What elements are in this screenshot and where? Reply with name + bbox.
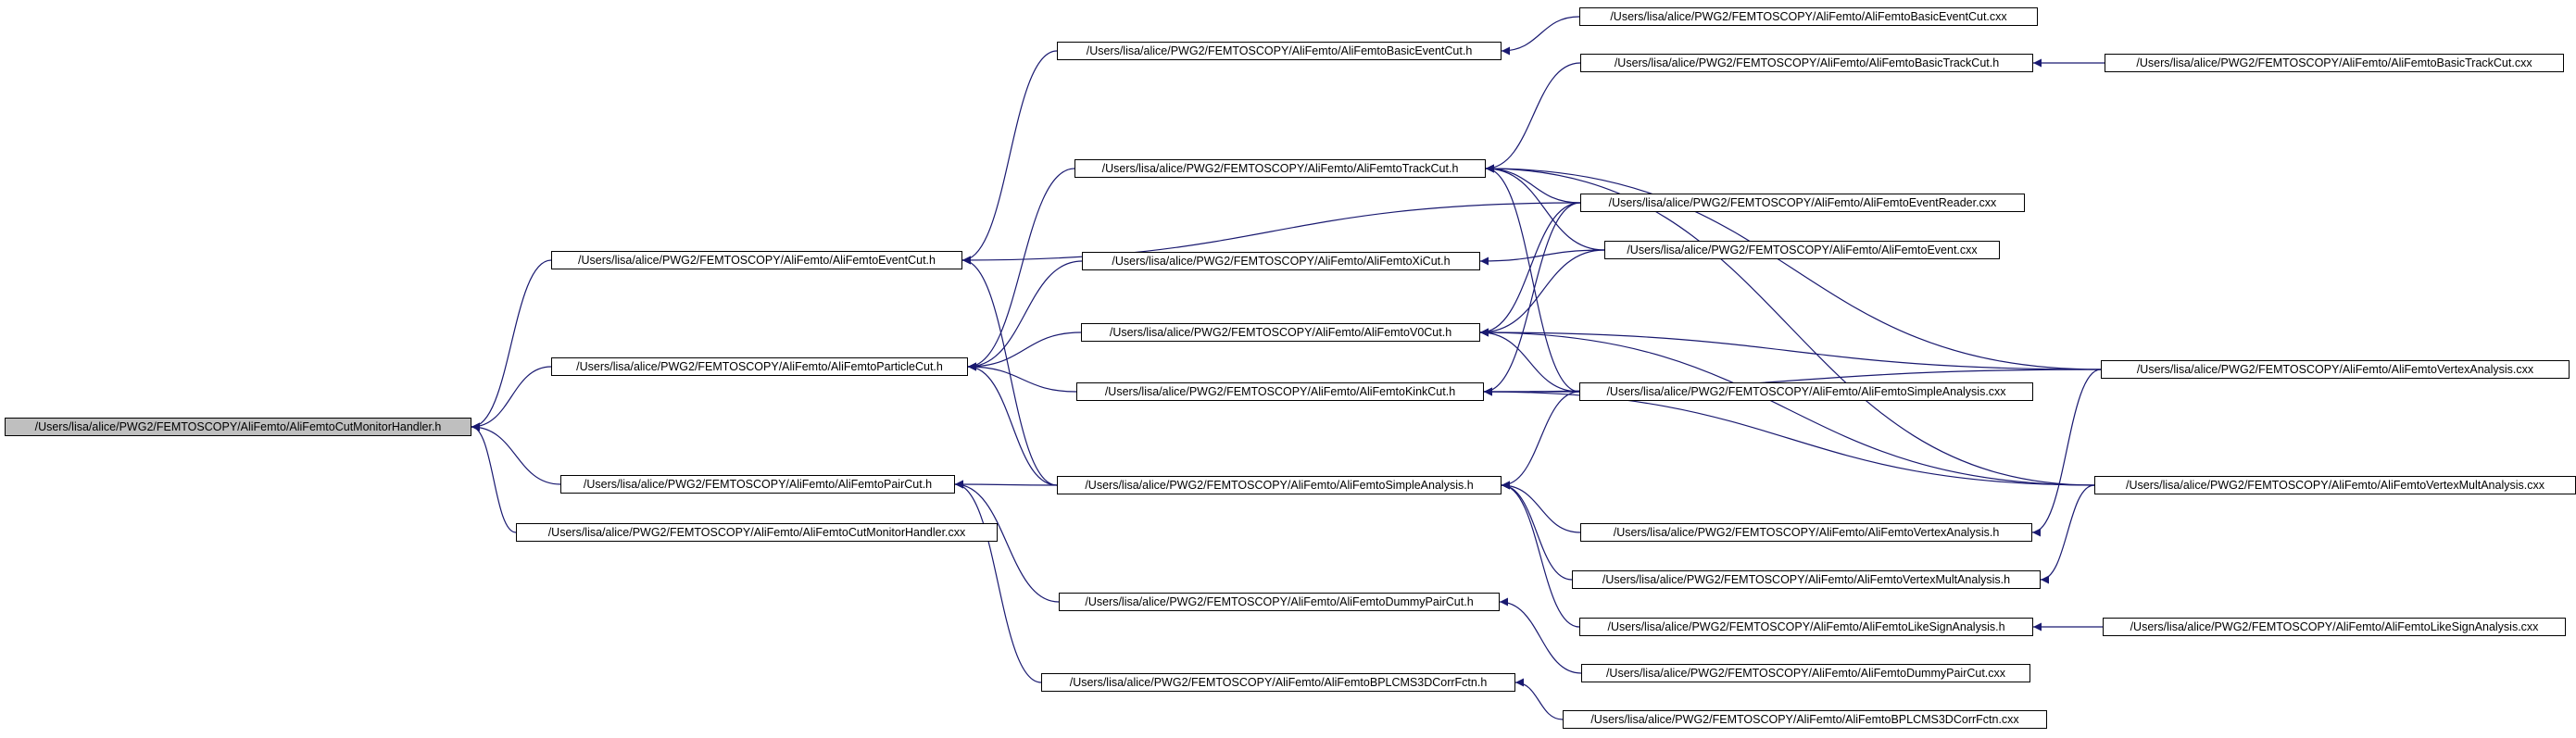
edge-trackcut_h-to-particlecut_h — [967, 168, 1075, 371]
edge-kinkcut_h-to-particlecut_h — [967, 362, 1077, 393]
edge-simpleanalysis_h-to-paircut_h — [954, 480, 1058, 489]
node-bplcms3dcorrfctn-cxx[interactable]: /Users/lisa/alice/PWG2/FEMTOSCOPY/AliFem… — [1563, 710, 2047, 729]
node-xicut-h[interactable]: /Users/lisa/alice/PWG2/FEMTOSCOPY/AliFem… — [1082, 252, 1480, 270]
edge-eventcut_h-to-cutmon_h — [471, 259, 552, 432]
node-trackcut-h[interactable]: /Users/lisa/alice/PWG2/FEMTOSCOPY/AliFem… — [1074, 159, 1486, 178]
edge-basiceventcut_cxx-to-basiceventcut_h — [1501, 16, 1580, 56]
edge-vertexmultanalysis_cxx-to-v0cut_h — [1479, 328, 2095, 486]
edge-event_cxx-to-trackcut_h — [1485, 164, 1605, 251]
edge-layer — [471, 16, 2105, 720]
node-eventreader-cxx[interactable]: /Users/lisa/alice/PWG2/FEMTOSCOPY/AliFem… — [1580, 194, 2025, 212]
node-bplcms3dcorrfctn-h[interactable]: /Users/lisa/alice/PWG2/FEMTOSCOPY/AliFem… — [1041, 673, 1515, 692]
edge-dummypaircut_cxx-to-dummypaircut_h — [1499, 597, 1582, 674]
node-dummypaircut-h[interactable]: /Users/lisa/alice/PWG2/FEMTOSCOPY/AliFem… — [1059, 593, 1500, 611]
node-cutmonitorhandler-h: /Users/lisa/alice/PWG2/FEMTOSCOPY/AliFem… — [5, 418, 471, 436]
node-basiceventcut-cxx[interactable]: /Users/lisa/alice/PWG2/FEMTOSCOPY/AliFem… — [1579, 7, 2038, 26]
edge-v0cut_h-to-particlecut_h — [967, 331, 1082, 371]
node-particlecut-h[interactable]: /Users/lisa/alice/PWG2/FEMTOSCOPY/AliFem… — [551, 357, 968, 376]
node-vertexanalysis-h[interactable]: /Users/lisa/alice/PWG2/FEMTOSCOPY/AliFem… — [1580, 523, 2032, 542]
node-kinkcut-h[interactable]: /Users/lisa/alice/PWG2/FEMTOSCOPY/AliFem… — [1076, 382, 1484, 401]
node-paircut-h[interactable]: /Users/lisa/alice/PWG2/FEMTOSCOPY/AliFem… — [560, 475, 955, 494]
edge-vertexanalysis_h-to-simpleanalysis_h — [1501, 481, 1581, 533]
edge-simpleanalysis_cxx-to-v0cut_h — [1479, 328, 1580, 393]
node-vertexmultanalysis-h[interactable]: /Users/lisa/alice/PWG2/FEMTOSCOPY/AliFem… — [1572, 570, 2041, 589]
node-cutmonitorhandler-cxx[interactable]: /Users/lisa/alice/PWG2/FEMTOSCOPY/AliFem… — [516, 523, 998, 542]
edge-event_cxx-to-v0cut_h — [1479, 249, 1605, 337]
edge-paircut_h-to-cutmon_h — [471, 422, 561, 485]
edge-eventreader_cxx-to-eventcut_h — [961, 202, 1581, 265]
node-vertexanalysis-cxx[interactable]: /Users/lisa/alice/PWG2/FEMTOSCOPY/AliFem… — [2101, 360, 2570, 379]
edge-bplcms_cxx-to-bplcms_h — [1514, 678, 1564, 720]
edge-basiceventcut_h-to-eventcut_h — [961, 50, 1058, 265]
edge-simpleanalysis_cxx-to-trackcut_h — [1485, 164, 1580, 393]
edge-vertexanalysis_cxx-to-vertexanalysis_h — [2031, 369, 2102, 537]
node-dummypaircut-cxx[interactable]: /Users/lisa/alice/PWG2/FEMTOSCOPY/AliFem… — [1581, 664, 2030, 682]
node-basiceventcut-h[interactable]: /Users/lisa/alice/PWG2/FEMTOSCOPY/AliFem… — [1057, 42, 1502, 60]
edge-particlecut_h-to-cutmon_h — [471, 366, 552, 432]
edge-vertexanalysis_cxx-to-trackcut_h — [1485, 164, 2102, 370]
node-vertexmultanalysis-cxx[interactable]: /Users/lisa/alice/PWG2/FEMTOSCOPY/AliFem… — [2094, 476, 2576, 494]
edge-basictrackcut_h-to-trackcut_h — [1485, 62, 1581, 173]
node-simpleanalysis-cxx[interactable]: /Users/lisa/alice/PWG2/FEMTOSCOPY/AliFem… — [1579, 382, 2033, 401]
edge-simpleanalysis_cxx-to-simpleanalysis_h — [1501, 391, 1580, 490]
node-likesignanalysis-cxx[interactable]: /Users/lisa/alice/PWG2/FEMTOSCOPY/AliFem… — [2103, 618, 2566, 636]
edge-xicut_h-to-particlecut_h — [967, 260, 1083, 371]
edge-eventreader_cxx-to-kinkcut_h — [1483, 202, 1581, 396]
node-basictrackcut-cxx[interactable]: /Users/lisa/alice/PWG2/FEMTOSCOPY/AliFem… — [2105, 54, 2564, 72]
edge-vertexmultanalysis_cxx-to-vertexmultanalysis_h — [2040, 484, 2095, 584]
node-v0cut-h[interactable]: /Users/lisa/alice/PWG2/FEMTOSCOPY/AliFem… — [1081, 323, 1480, 342]
edge-simpleanalysis_h-to-particlecut_h — [967, 362, 1058, 486]
node-simpleanalysis-h[interactable]: /Users/lisa/alice/PWG2/FEMTOSCOPY/AliFem… — [1057, 476, 1502, 494]
node-eventcut-h[interactable]: /Users/lisa/alice/PWG2/FEMTOSCOPY/AliFem… — [551, 251, 962, 269]
edge-event_cxx-to-xicut_h — [1479, 249, 1605, 266]
edge-likesignanalysis_h-to-simpleanalysis_h — [1501, 481, 1580, 628]
node-likesignanalysis-h[interactable]: /Users/lisa/alice/PWG2/FEMTOSCOPY/AliFem… — [1579, 618, 2033, 636]
edge-vertexmultanalysis_cxx-to-trackcut_h — [1485, 164, 2095, 486]
edge-vertexanalysis_cxx-to-v0cut_h — [1479, 328, 2102, 370]
edge-dummypaircut_h-to-paircut_h — [954, 480, 1060, 603]
edge-simpleanalysis_h-to-eventcut_h — [961, 256, 1058, 486]
edge-eventreader_cxx-to-v0cut_h — [1479, 202, 1581, 337]
edge-bplcms_h-to-paircut_h — [954, 480, 1042, 683]
edge-cutmon_cxx-to-cutmon_h — [471, 422, 517, 533]
node-event-cxx[interactable]: /Users/lisa/alice/PWG2/FEMTOSCOPY/AliFem… — [1604, 241, 2000, 259]
node-basictrackcut-h[interactable]: /Users/lisa/alice/PWG2/FEMTOSCOPY/AliFem… — [1580, 54, 2033, 72]
